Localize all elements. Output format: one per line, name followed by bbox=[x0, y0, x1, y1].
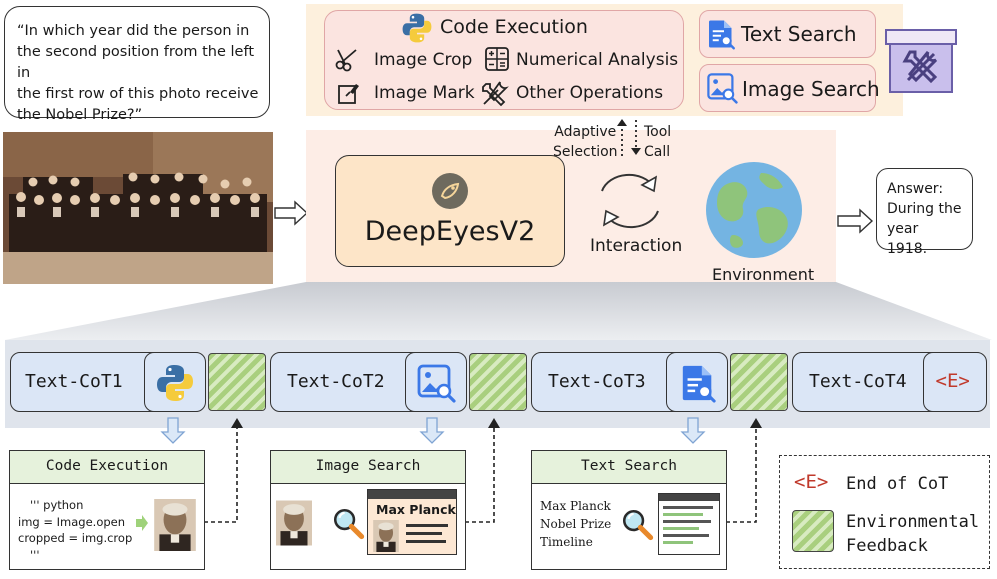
cot-tool-box bbox=[665, 351, 728, 412]
legend-end-token: <E> bbox=[794, 471, 829, 493]
tool-numerical-analysis: Numerical Analysis bbox=[516, 50, 679, 70]
arrow-right-icon bbox=[274, 200, 309, 226]
result-card: Max Planck bbox=[367, 489, 457, 555]
legend-feedback-line: Environmental bbox=[846, 512, 980, 532]
text-query: Max Planck Nobel Prize Timeline bbox=[540, 497, 611, 551]
question-box: “In which year did the person in the sec… bbox=[4, 6, 270, 123]
cot-label: Text-CoT2 bbox=[287, 371, 385, 392]
tool-call-label: Tool Call bbox=[644, 122, 671, 162]
code-line: ''' bbox=[30, 547, 40, 562]
image-search-panel: Image Search Max Planck bbox=[270, 450, 466, 570]
tools-icon bbox=[482, 81, 509, 107]
end-token: <E> bbox=[935, 369, 970, 392]
adaptive-selection-line: Adaptive bbox=[554, 124, 617, 140]
question-line: “In which year did the person in bbox=[17, 23, 250, 39]
legend-feedback-swatch bbox=[792, 510, 834, 552]
cot-tool-box bbox=[143, 351, 206, 412]
question-line: the Nobel Prize?” bbox=[17, 107, 143, 123]
cropped-portrait bbox=[150, 499, 200, 551]
environment-feedback-block bbox=[469, 353, 527, 411]
query-portrait bbox=[276, 499, 312, 547]
arrow-right-icon bbox=[837, 208, 874, 234]
code-snippet: ''' python img = Image.open cropped = im… bbox=[18, 497, 132, 563]
interaction-label: Interaction bbox=[590, 236, 683, 256]
text-result-card bbox=[658, 493, 720, 555]
answer-line: year 1918. bbox=[887, 221, 928, 257]
environment-feedback-block bbox=[208, 353, 266, 411]
query-line: Nobel Prize bbox=[540, 517, 612, 531]
code-line: ''' python bbox=[30, 498, 84, 512]
scissors-icon bbox=[335, 49, 357, 72]
arrow-right-icon bbox=[136, 515, 148, 531]
cot-end-box: <E> bbox=[922, 351, 987, 412]
calculator-icon bbox=[485, 47, 509, 71]
cot-step-1: Text-CoT1 bbox=[10, 351, 206, 412]
legend-feedback-line: Feedback bbox=[846, 536, 928, 556]
dotted-arrows bbox=[617, 119, 641, 156]
panel-title: Code Execution bbox=[10, 451, 204, 484]
tool-call-line: Tool bbox=[644, 124, 672, 140]
local-tools-box bbox=[324, 10, 684, 110]
question-line: the first row of this photo receive bbox=[17, 86, 259, 102]
tool-image-mark: Image Mark bbox=[374, 83, 475, 103]
answer-line: Answer: bbox=[887, 181, 944, 197]
result-portrait bbox=[372, 520, 400, 552]
legend-feedback-label: Environmental Feedback bbox=[846, 510, 979, 558]
text-search-icon bbox=[706, 18, 736, 50]
legend: <E> End of CoT Environmental Feedback bbox=[779, 455, 990, 569]
code-execution-panel: Code Execution ''' python img = Image.op… bbox=[9, 450, 205, 570]
tool-other-operations: Other Operations bbox=[516, 83, 664, 103]
earth-icon bbox=[706, 162, 802, 258]
toolbox-icon bbox=[885, 29, 957, 93]
code-line: img = Image.open bbox=[18, 514, 126, 529]
text-search-panel: Text Search Max Planck Nobel Prize Timel… bbox=[531, 450, 727, 570]
magnifier-icon bbox=[620, 507, 654, 541]
panel-title: Text Search bbox=[532, 451, 726, 484]
query-line: Max Planck bbox=[540, 499, 611, 513]
model-name: DeepEyesV2 bbox=[364, 216, 536, 247]
image-search-icon bbox=[416, 363, 456, 403]
cot-label: Text-CoT4 bbox=[809, 371, 907, 392]
cot-label: Text-CoT3 bbox=[548, 371, 646, 392]
zoom-projection bbox=[5, 282, 992, 340]
tool-image-search: Image Search bbox=[742, 77, 880, 101]
panel-title: Image Search bbox=[271, 451, 465, 484]
magnifier-icon bbox=[331, 506, 365, 540]
pin-mark-icon bbox=[338, 84, 359, 104]
environment-label: Environment bbox=[712, 265, 815, 284]
question-line: the second position from the left in bbox=[17, 44, 255, 81]
image-search-box bbox=[699, 64, 876, 112]
flow-connectors bbox=[160, 417, 762, 523]
image-search-icon bbox=[706, 72, 738, 104]
cot-label: Text-CoT1 bbox=[25, 371, 123, 392]
tool-image-crop: Image Crop bbox=[374, 50, 473, 70]
result-card-bar bbox=[368, 490, 456, 499]
adaptive-selection-label: Adaptive Selection bbox=[553, 122, 618, 162]
query-line: Timeline bbox=[540, 535, 593, 549]
tool-call-line: Call bbox=[644, 144, 671, 160]
interaction-cycle-icon bbox=[601, 173, 659, 229]
tool-text-search: Text Search bbox=[741, 22, 857, 46]
cot-step-3: Text-CoT3 bbox=[531, 351, 728, 412]
result-title: Max Planck bbox=[376, 502, 456, 517]
tool-code-execution: Code Execution bbox=[440, 16, 588, 38]
answer-box: Answer: During the year 1918. bbox=[876, 168, 973, 257]
python-icon bbox=[155, 363, 195, 403]
model-logo-icon bbox=[432, 173, 468, 209]
cot-step-2: Text-CoT2 bbox=[270, 351, 467, 412]
code-line: cropped = img.crop bbox=[18, 531, 133, 545]
legend-end-label: End of CoT bbox=[846, 474, 949, 494]
answer-line: During the bbox=[887, 201, 962, 217]
python-icon bbox=[401, 12, 433, 44]
cot-tool-box bbox=[404, 351, 467, 412]
cot-step-4: Text-CoT4 <E> bbox=[792, 351, 987, 412]
adaptive-selection-line: Selection bbox=[553, 144, 618, 160]
environment-feedback-block bbox=[730, 353, 788, 411]
text-search-icon bbox=[679, 363, 717, 403]
group-photo bbox=[3, 132, 273, 284]
